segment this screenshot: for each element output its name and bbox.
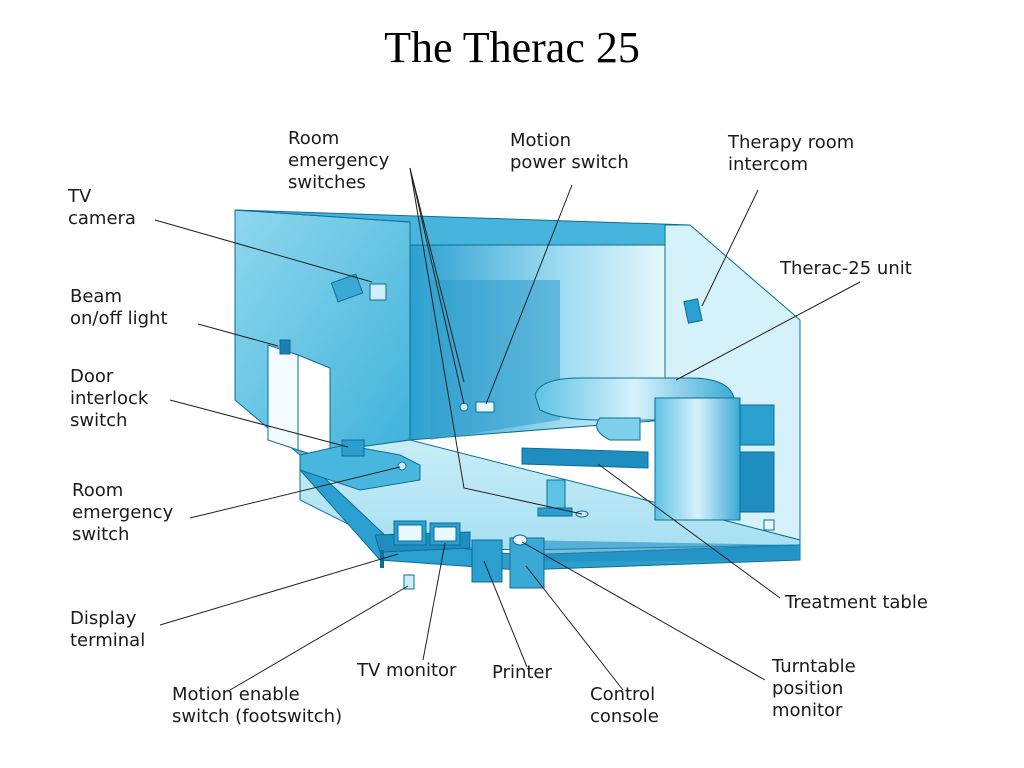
label-beam-light: Beam on/off light bbox=[70, 286, 168, 329]
leader-display-terminal bbox=[159, 553, 399, 626]
cabinet-upper bbox=[739, 404, 775, 446]
room-emergency-switch-floor bbox=[397, 461, 407, 471]
leader-treatment-table bbox=[597, 463, 781, 599]
leader-tv-camera bbox=[154, 219, 373, 283]
label-motion-power-switch: Motion power switch bbox=[510, 130, 629, 173]
label-therac-unit: Therac-25 unit bbox=[780, 258, 912, 279]
door-panel-left bbox=[267, 344, 299, 451]
label-therapy-room-intercom: Therapy room intercom bbox=[728, 132, 855, 175]
motion-power-switch-box bbox=[475, 401, 495, 413]
printer-box bbox=[471, 539, 503, 583]
label-printer: Printer bbox=[492, 662, 552, 683]
base-strip bbox=[515, 540, 800, 562]
back-doorway bbox=[430, 280, 560, 440]
label-motion-enable: Motion enable switch (footswitch) bbox=[172, 684, 343, 727]
label-control-console: Control console bbox=[590, 684, 659, 727]
leader-turntable-monitor bbox=[521, 541, 766, 681]
door-panel-right bbox=[297, 354, 331, 461]
leader-motion-power bbox=[485, 184, 573, 405]
control-console-box bbox=[509, 537, 545, 589]
leader-motion-enable bbox=[229, 585, 409, 691]
intercom-box bbox=[683, 298, 703, 324]
gantry-column bbox=[654, 397, 741, 521]
treatment-table-top bbox=[521, 447, 649, 469]
leader-room-emergency-1 bbox=[409, 167, 465, 383]
leader-printer bbox=[483, 560, 528, 668]
leader-therac-unit bbox=[675, 281, 861, 381]
label-room-emergency-switch: Room emergency switch bbox=[72, 480, 174, 545]
label-tv-camera: TV camera bbox=[68, 186, 136, 229]
label-display-terminal: Display terminal bbox=[70, 608, 146, 651]
tv-camera-body bbox=[330, 273, 364, 303]
leader-room-emergency-2 bbox=[409, 167, 465, 405]
treatment-table-base bbox=[537, 507, 573, 517]
leader-door-interlock bbox=[169, 399, 349, 448]
room-emergency-switch-wall bbox=[459, 402, 469, 412]
cabinet-lower bbox=[739, 451, 775, 513]
label-room-emergency-switches: Room emergency switches bbox=[288, 128, 390, 193]
leader-lines bbox=[154, 167, 861, 691]
beam-light bbox=[279, 339, 291, 355]
display-terminal-screen-1 bbox=[397, 524, 423, 542]
page-title: The Therac 25 bbox=[384, 23, 640, 72]
leader-room-emergency-switch bbox=[189, 466, 401, 519]
footswitch bbox=[403, 574, 415, 590]
leader-tv-monitor bbox=[422, 542, 446, 661]
leader-room-emergency-3 bbox=[409, 167, 583, 515]
label-tv-monitor: TV monitor bbox=[357, 660, 457, 681]
label-door-interlock: Door interlock switch bbox=[70, 366, 149, 431]
label-turntable-monitor: Turntable position monitor bbox=[772, 656, 856, 721]
door-interlock-switch bbox=[341, 439, 365, 457]
leader-intercom bbox=[701, 189, 759, 307]
leader-beam-light bbox=[197, 323, 279, 347]
leader-control-console bbox=[525, 565, 624, 691]
label-treatment-table: Treatment table bbox=[785, 592, 928, 613]
cabinet-plug bbox=[763, 519, 775, 531]
gantry-head bbox=[596, 417, 641, 441]
tv-camera-lens bbox=[369, 283, 387, 301]
display-terminal-screen-2 bbox=[433, 526, 457, 542]
